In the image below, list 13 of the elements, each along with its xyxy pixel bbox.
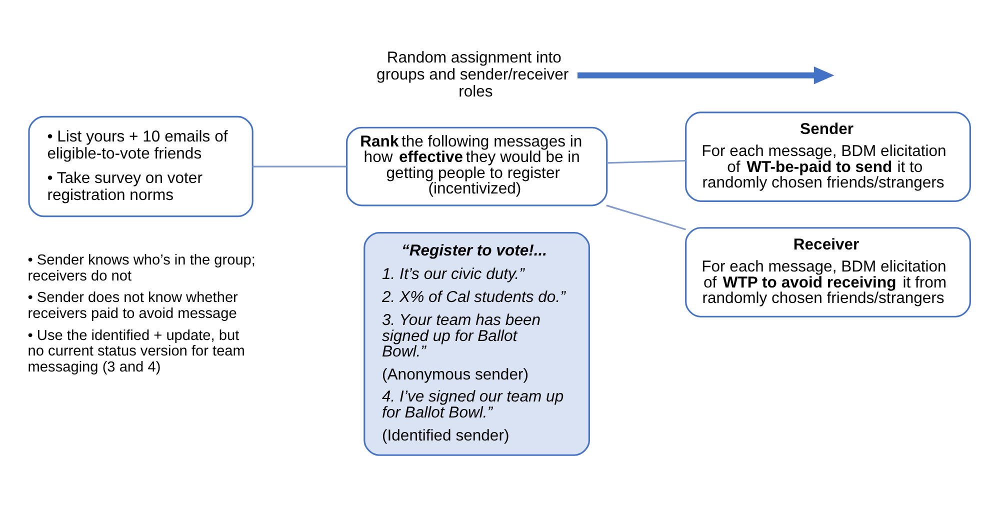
node-box: Rank the following messages in how effective they would be in getting people to register (incentivized) (346, 126, 608, 206)
node-box: Receiver For each message, BDM elicitation of WTP to avoid receiving it from randomly chosen friends/strangers (685, 227, 971, 318)
connector (252, 166, 346, 168)
node-box: Sender For each message, BDM elicitation of WT-be-paid to send it to randomly chosen friends/strangers (685, 112, 971, 202)
node-text: Random assignment into groups and sender/receiver roles (376, 50, 569, 101)
label: • Sender does not know whether receivers paid to avoid message (28, 290, 238, 322)
label: • Use the identified + update, but no current status version for team messaging (3 and 4) (28, 328, 245, 376)
connector (606, 160, 686, 164)
node-box: • List yours + 10 emails of eligible-to-vote friends • Take survey on voter registration norms (28, 116, 254, 218)
node-box: “Register to vote!... 1. It’s our civic duty.” 2. X% of Cal students do.” 3. Your team has been signed up for Ballot Bowl.” (Anonymous sender) 4. I’ve signed our team up for Ballot Bowl.” (Identified sender) (364, 232, 590, 456)
label: • Sender knows who’s in the group; receivers do not (28, 252, 256, 284)
arrow (578, 66, 834, 84)
connector (606, 204, 686, 230)
